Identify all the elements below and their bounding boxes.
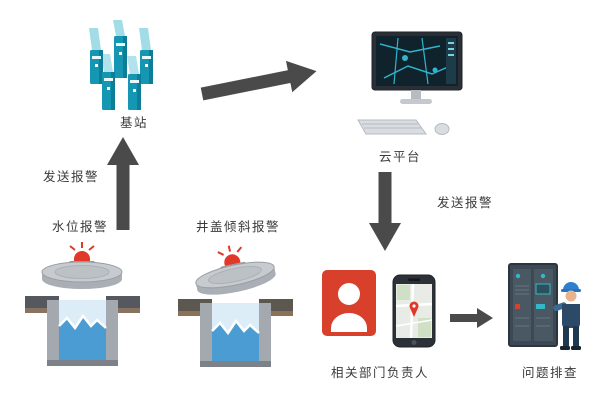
smartphone-map-icon [392,274,436,348]
cloud-platform-label: 云平台 [378,150,421,164]
arrow-device-to-base [107,137,139,230]
arrow-department-to-troubleshoot [450,308,493,328]
arrow-cloud-to-department [369,172,401,251]
cover-tilt-alarm-label: 井盖倾斜报警 [195,220,280,234]
send-alarm-down-label: 发送报警 [436,196,493,210]
send-alarm-up-label: 发送报警 [42,170,99,184]
base-station-label: 基站 [119,116,148,130]
manhole-tilted-cover-icon [178,245,293,367]
desktop-monitor-icon [357,31,463,135]
troubleshooting-label: 问题排查 [521,366,578,380]
arrow-base-to-cloud [200,60,317,101]
manhole-water-icon [25,242,140,366]
water-level-alarm-label: 水位报警 [51,220,108,234]
department-head-label: 相关部门负责人 [330,366,429,380]
radio-towers-icon [89,20,153,110]
worker-at-cabinet-icon [508,263,581,350]
person-icon [322,270,376,336]
